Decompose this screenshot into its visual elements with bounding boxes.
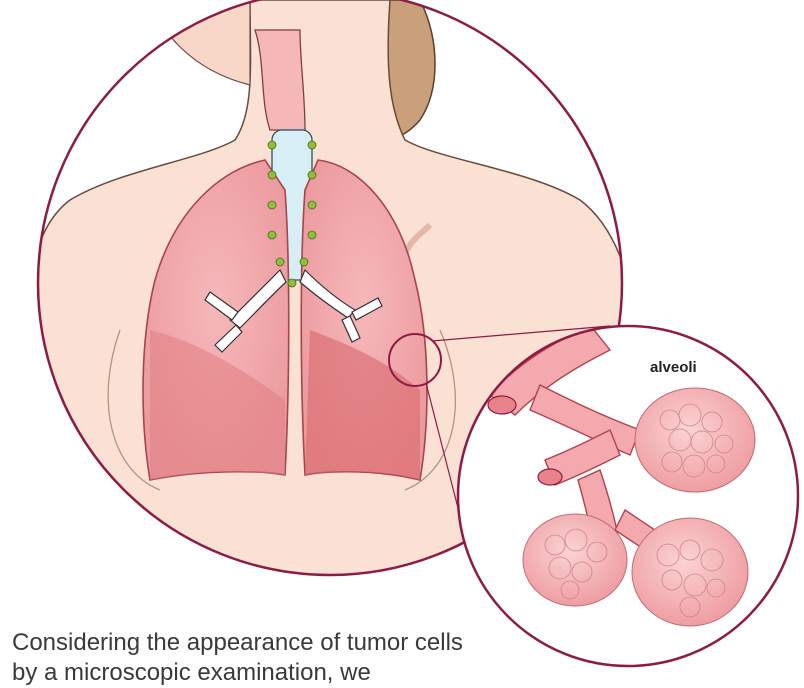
body-text: Considering the appearance of tumor cell…	[12, 628, 482, 688]
tube-opening	[488, 396, 516, 414]
alveoli-label: alveoli	[650, 359, 697, 376]
tube-opening-lower	[538, 469, 562, 485]
